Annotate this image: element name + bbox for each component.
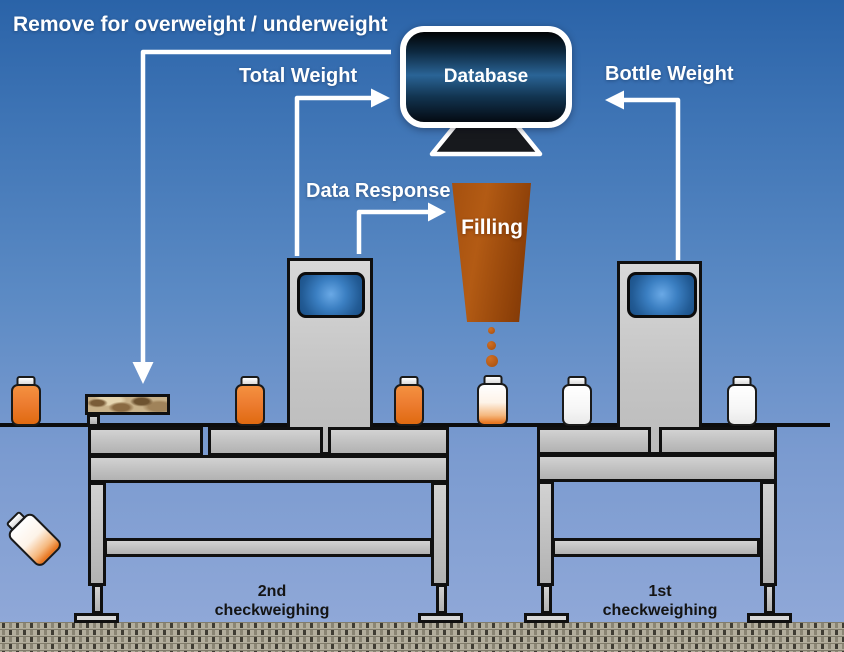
table-top-segment (208, 427, 323, 456)
table-top-segment (537, 427, 651, 455)
table-top-segment (659, 427, 777, 455)
liquid-drop (486, 355, 498, 367)
station-2nd-line2: checkweighing (214, 602, 330, 620)
checkweigher-2nd-tower (287, 258, 373, 455)
table-leg (431, 482, 449, 586)
total-weight-label: Total Weight (239, 65, 358, 87)
station-1st-line2: checkweighing (602, 602, 718, 620)
data-response-arrow (356, 202, 446, 254)
filling-label: Filling (461, 216, 523, 239)
checkweigher-1st-tower (617, 261, 702, 455)
table-foot-plate (418, 613, 463, 623)
remove-label: Remove for overweight / underweight (13, 13, 388, 36)
bottle-orange (394, 376, 424, 426)
table-crossbar (552, 538, 760, 557)
table-leg-stem (436, 584, 447, 614)
bottle-body (562, 384, 592, 426)
bottle-weight-label: Bottle Weight (605, 63, 734, 85)
database-label: Database (443, 66, 529, 87)
database-monitor: Database (400, 26, 572, 128)
liquid-drop (488, 327, 495, 334)
table-leg-stem (764, 584, 775, 614)
table-beam (537, 454, 777, 482)
table-foot-plate (747, 613, 792, 623)
total-weight-arrow (294, 88, 390, 256)
bottle-weight-arrow (605, 90, 681, 260)
bottle-body (11, 384, 41, 426)
table-crossbar (104, 538, 433, 557)
table-leg-stem (92, 584, 103, 614)
bottle-orange (235, 376, 265, 426)
bottle-rejected (0, 505, 64, 569)
table-leg (760, 481, 777, 586)
station-label-2nd: 2nd checkweighing (212, 582, 332, 620)
checkweigher-2nd-screen (297, 272, 365, 318)
checkweigher-1st-screen (627, 272, 697, 318)
liquid-drop (487, 341, 496, 350)
bottle-orange (11, 376, 41, 426)
bottle-white (562, 376, 592, 426)
table-leg (537, 481, 554, 586)
table-leg-stem (541, 584, 552, 614)
bottle-body (727, 384, 757, 426)
bottle-body (477, 383, 508, 426)
station-2nd-line1: 2nd (257, 583, 287, 600)
bottle-being-filled (477, 375, 508, 426)
reject-tray (85, 394, 170, 415)
filling-funnel (452, 183, 531, 322)
bottle-body (235, 384, 265, 426)
reject-tray-support (87, 414, 100, 427)
table-top-segment (88, 427, 203, 456)
table-foot-plate (524, 613, 569, 623)
table-beam (88, 455, 449, 483)
bottle-white (727, 376, 757, 426)
table-leg (88, 482, 106, 586)
table-top-segment (328, 427, 449, 456)
table-foot-plate (74, 613, 119, 623)
data-response-label: Data Response (306, 180, 451, 202)
bottle-body (394, 384, 424, 426)
station-label-1st: 1st checkweighing (600, 582, 720, 620)
ground (0, 622, 844, 652)
station-1st-line1: 1st (648, 583, 672, 600)
